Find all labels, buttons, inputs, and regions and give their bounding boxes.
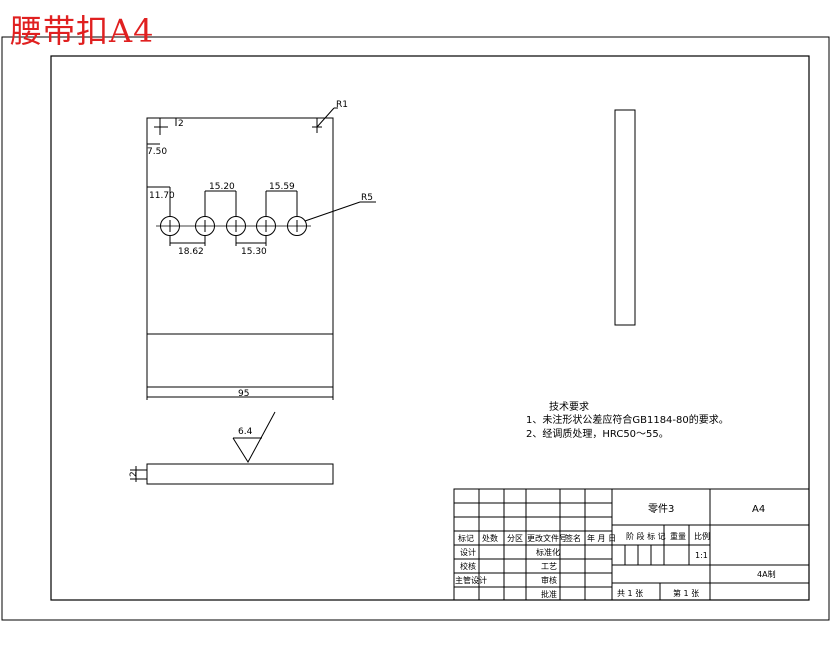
dim-1862: 18.62 xyxy=(178,247,204,257)
dim-left-side: 2 xyxy=(129,471,139,477)
dim-1520: 15.20 xyxy=(209,182,235,192)
front-view xyxy=(146,107,376,400)
inner-frame xyxy=(50,55,810,601)
tb-stage-label: 阶 段 标 记 xyxy=(626,531,666,541)
title-block xyxy=(453,488,810,601)
dim-r1: R1 xyxy=(336,100,348,110)
tb-header-count: 处数 xyxy=(482,533,498,543)
tech-note-1: 1、未注形状公差应符合GB1184-80的要求。 xyxy=(526,413,729,426)
tech-notes-title: 技术要求 xyxy=(549,400,589,413)
tb-header-mark: 标记 xyxy=(458,533,474,543)
tb-header-date: 年 月 日 xyxy=(587,533,616,543)
r5-leader xyxy=(304,201,361,222)
tb-sheets-total: 共 1 张 xyxy=(617,589,643,598)
outer-border xyxy=(1,36,830,621)
tb-label-process: 工艺 xyxy=(541,562,557,571)
tb-role-check: 校核 xyxy=(460,561,476,571)
tb-weight-label: 重量 xyxy=(670,531,686,541)
side-view xyxy=(614,109,636,326)
surface-finish-value: 6.4 xyxy=(238,427,253,437)
tb-company: 4A制 xyxy=(757,569,776,579)
dim-750: 7.50 xyxy=(147,147,167,157)
tb-role-chief: 主管设计 xyxy=(455,575,487,585)
tb-scale-value: 1:1 xyxy=(695,551,708,560)
front-view-outline xyxy=(146,117,334,388)
surface-finish-symbol xyxy=(232,411,276,463)
dim-1530: 15.30 xyxy=(241,247,267,257)
dim-95: 95 xyxy=(238,389,249,399)
dim-1170: 11.70 xyxy=(149,191,175,201)
tb-label-standard: 标准化 xyxy=(536,547,560,557)
tech-note-2: 2、经调质处理，HRC50～55。 xyxy=(526,427,669,440)
bottom-view xyxy=(130,411,334,485)
tb-label-approve: 批准 xyxy=(541,589,557,599)
r1-leader xyxy=(316,107,335,128)
tb-header-zone: 分区 xyxy=(507,534,523,543)
tb-part-name: 零件3 xyxy=(648,503,674,515)
tb-header-change-doc: 更改文件号 xyxy=(527,533,567,543)
bottom-view-outline xyxy=(146,463,334,485)
overlay-title: 腰带扣A4 xyxy=(10,12,155,50)
tb-scale-label: 比例 xyxy=(694,531,710,541)
tb-role-design: 设计 xyxy=(460,547,476,557)
tb-header-sign: 签名 xyxy=(565,533,581,543)
tb-label-review: 审核 xyxy=(541,575,557,585)
holes-row xyxy=(156,216,311,236)
dim-r5: R5 xyxy=(361,193,373,203)
dim-1559: 15.59 xyxy=(269,182,295,192)
tb-sheet-no: 第 1 张 xyxy=(673,588,699,598)
tb-sheet-size: A4 xyxy=(752,504,765,515)
dim-thickness-top: 2 xyxy=(178,119,184,129)
